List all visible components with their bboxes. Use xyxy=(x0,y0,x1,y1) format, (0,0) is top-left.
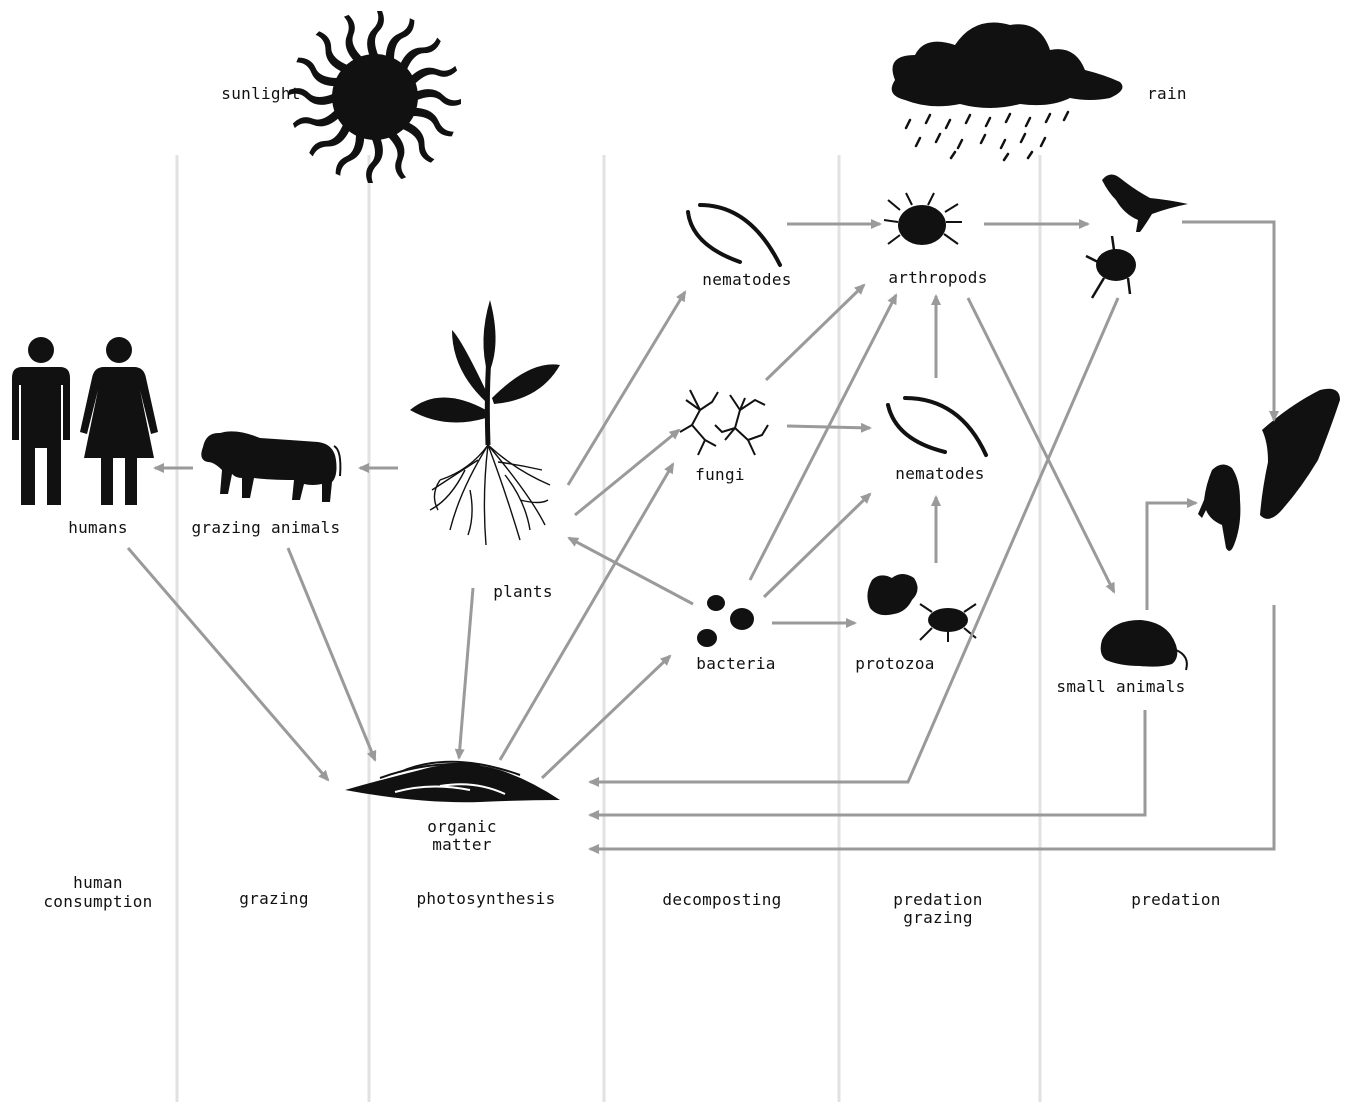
parrot-icon xyxy=(1198,464,1240,550)
nematodes-mid-label: nematodes xyxy=(895,464,984,483)
column-label-decomposting: decomposting xyxy=(662,890,781,909)
column-label-predation-grazing-line2: grazing xyxy=(903,908,973,927)
humans-label: humans xyxy=(68,518,128,537)
arrow xyxy=(128,548,328,780)
arrow xyxy=(1182,222,1274,420)
beetle-icon xyxy=(1086,236,1136,298)
hawk-icon xyxy=(1260,389,1340,519)
plants-label: plants xyxy=(493,582,553,601)
rain-cloud-icon xyxy=(892,23,1123,161)
bacteria-icon xyxy=(697,595,754,647)
bird-icon xyxy=(1102,174,1188,232)
sun-icon xyxy=(289,11,461,183)
arrow xyxy=(500,464,673,760)
arrow xyxy=(542,656,670,778)
bacteria-label: bacteria xyxy=(696,654,775,673)
plant-icon xyxy=(410,300,560,545)
man-icon xyxy=(12,337,70,505)
organic-matter-label-line2: matter xyxy=(432,835,492,854)
arrow xyxy=(568,292,685,485)
arrow xyxy=(569,538,693,604)
fungi-icon xyxy=(680,390,768,455)
mite-icon xyxy=(884,193,962,245)
arthropods-label: arthropods xyxy=(888,268,987,287)
cow-icon xyxy=(201,431,340,502)
organic-matter-icon xyxy=(345,762,560,803)
arrow xyxy=(750,295,896,580)
small-animals-label: small animals xyxy=(1056,677,1185,696)
arrow xyxy=(1147,503,1196,610)
protozoa-label: protozoa xyxy=(855,654,934,673)
column-label-predation-grazing-line1: predation xyxy=(893,890,982,909)
column-label-human-consumption-line2: consumption xyxy=(43,892,152,911)
column-label-grazing: grazing xyxy=(239,889,309,908)
woman-icon xyxy=(80,337,158,505)
sunlight-label: sunlight xyxy=(221,84,300,103)
nematodes-top-label: nematodes xyxy=(702,270,791,289)
organic-matter-label-line1: organic xyxy=(427,817,497,836)
rain-label: rain xyxy=(1147,84,1187,103)
column-label-predation: predation xyxy=(1131,890,1220,909)
arrow xyxy=(764,494,870,597)
column-label-photosynthesis: photosynthesis xyxy=(416,889,555,908)
column-label-human-consumption-line1: human xyxy=(73,873,123,892)
arrow xyxy=(575,430,679,515)
column-dividers xyxy=(177,155,1040,1102)
mole-icon xyxy=(1101,620,1187,670)
nematode-icon xyxy=(688,205,780,265)
arrow xyxy=(459,588,473,758)
fungi-label: fungi xyxy=(695,465,745,484)
arrow xyxy=(590,710,1145,815)
arrow xyxy=(288,548,375,760)
arrow xyxy=(766,285,864,380)
nematode-icon xyxy=(888,398,986,455)
protozoa-icon xyxy=(867,574,976,642)
grazing-animals-label: grazing animals xyxy=(192,518,341,537)
column-labels: human consumption grazing photosynthesis… xyxy=(43,873,1220,927)
